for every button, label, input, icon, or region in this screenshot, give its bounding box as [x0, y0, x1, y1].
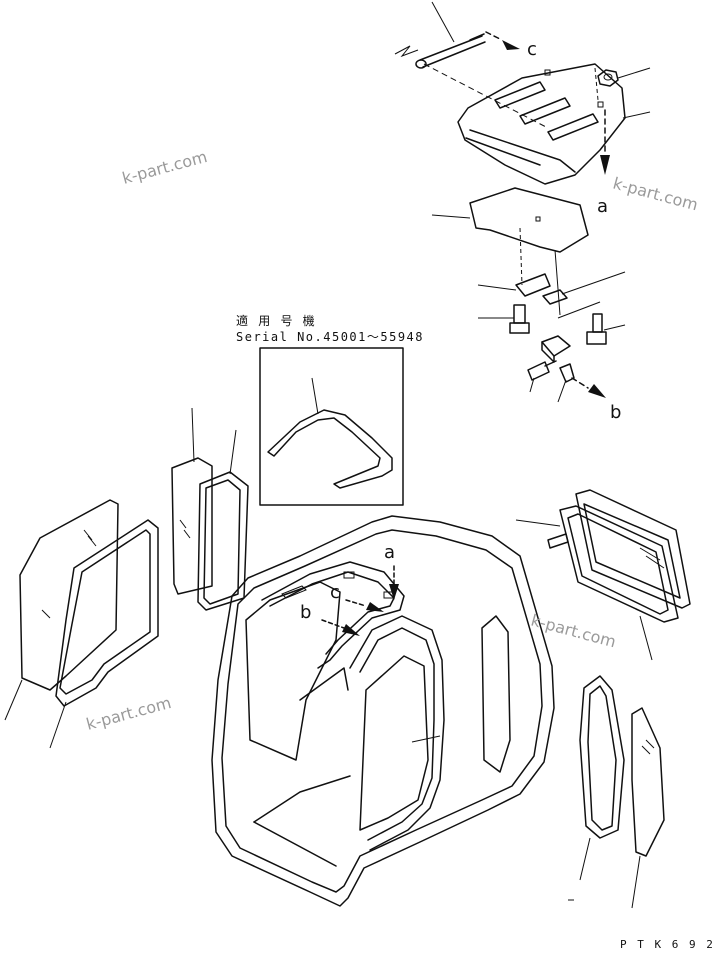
left-small-glass [171, 407, 213, 595]
arrow-to-c-top [485, 31, 520, 50]
callout-c-cab: c [330, 582, 340, 603]
bracket [477, 273, 551, 297]
arrow-to-a-cab [389, 565, 399, 600]
mount-line [423, 63, 549, 129]
arrow-to-b-top [571, 377, 606, 398]
left-small-seal [197, 429, 249, 611]
nut [597, 67, 651, 87]
arrow-to-c-cab [345, 599, 384, 612]
serial-label-jp: 適 用 号 機 [236, 313, 316, 328]
watermark-3: k-part.com [529, 611, 618, 652]
left-rear-seal [49, 519, 159, 749]
cab-frame [211, 515, 555, 907]
serial-label-range: Serial No.45001～55948 [236, 330, 424, 344]
watermark-2: k-part.com [611, 174, 700, 215]
clip [557, 363, 575, 403]
left-rear-glass [4, 499, 119, 721]
arrow-to-b-cab [321, 619, 360, 636]
roof-cover [457, 63, 651, 185]
arrow-to-a-top [600, 109, 610, 175]
roof-mat [431, 187, 589, 316]
bolt-right [586, 313, 626, 345]
drawing-code: P T K 6 9 2 6 [620, 938, 719, 951]
inset-box [259, 347, 404, 506]
callout-a-cab: a [384, 542, 395, 563]
watermark-4: k-part.com [84, 693, 173, 734]
callout-c-top: c [527, 39, 537, 60]
callout-a-top: a [597, 196, 608, 217]
watermark-1: k-part.com [120, 147, 209, 188]
right-rear-glass [575, 489, 691, 609]
callout-b-cab: b [300, 602, 311, 623]
damper-rod [394, 1, 486, 69]
bolt-lower [527, 360, 557, 393]
right-door-glass [631, 707, 665, 909]
bolt-left [478, 304, 530, 334]
rubber-block [541, 335, 571, 363]
plate-nut [542, 271, 626, 319]
right-door-seal [568, 675, 625, 901]
right-rear-seal [515, 505, 679, 661]
callout-b-top: b [610, 402, 621, 423]
